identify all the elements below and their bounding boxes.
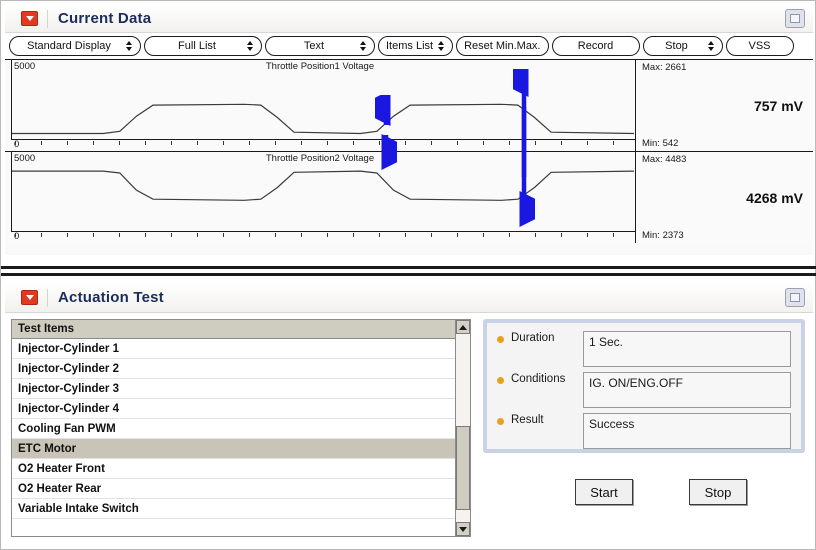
titlebar-divider <box>47 288 48 307</box>
waveform-1 <box>12 103 635 135</box>
list-item[interactable]: Cooling Fan PWM <box>12 419 470 439</box>
text-label: Text <box>303 40 325 52</box>
vss-button[interactable]: VSS <box>725 36 794 56</box>
test-detail-pane: Duration 1 Sec. Conditions IG. ON/ENG.OF… <box>483 319 805 453</box>
conditions-row: Conditions IG. ON/ENG.OFF <box>497 372 791 408</box>
graph-row-throttle-position-1: 5000 0 Throttle Position1 Voltage Max: 2… <box>5 59 813 151</box>
y-axis-max-label: 5000 <box>14 153 36 164</box>
x-axis-ticks-1 <box>11 140 635 145</box>
record-button[interactable]: Record <box>551 36 640 56</box>
plot-throttle-position-2[interactable]: 5000 0 Throttle Position2 Voltage <box>5 152 636 243</box>
waveform-2 <box>12 170 635 201</box>
x-axis-line <box>11 139 635 140</box>
graph-area: 5000 0 Throttle Position1 Voltage Max: 2… <box>5 59 813 255</box>
x-axis-line <box>11 231 635 232</box>
current-data-title: Current Data <box>58 10 152 27</box>
min-label-1: Min: 542 <box>642 138 679 149</box>
max-label-2: Max: 4483 <box>642 154 687 165</box>
chevron-updown-icon <box>247 40 254 52</box>
items-list-label: Items List <box>386 40 434 52</box>
result-label: Result <box>511 414 544 426</box>
cursor-arrow-tall <box>513 69 535 227</box>
test-items-header: Test Items <box>12 320 470 339</box>
stop-button[interactable]: Stop <box>689 479 747 505</box>
actuation-test-panel: Actuation Test Test Items Injector-Cylin… <box>5 283 813 547</box>
y-axis-min-label: 0 <box>14 231 20 242</box>
readout-throttle-position-1: Max: 2661 Min: 542 757 mV <box>636 60 813 151</box>
current-value-1: 757 mV <box>753 97 803 114</box>
panel-separator-2 <box>1 273 816 276</box>
record-label: Record <box>577 40 614 52</box>
list-item[interactable]: Injector-Cylinder 3 <box>12 379 470 399</box>
duration-label: Duration <box>511 332 555 344</box>
bullet-icon <box>497 418 504 425</box>
maximize-icon[interactable] <box>785 288 805 307</box>
scroll-up-icon[interactable] <box>456 320 470 334</box>
list-item[interactable]: Injector-Cylinder 1 <box>12 339 470 359</box>
current-data-panel: Current Data Standard Display Full List … <box>5 5 813 259</box>
cursor-arrow-short <box>375 95 397 170</box>
graph-row-throttle-position-2: 5000 0 Throttle Position2 Voltage Max: 4… <box>5 151 813 243</box>
result-value[interactable]: Success <box>583 413 791 449</box>
conditions-value[interactable]: IG. ON/ENG.OFF <box>583 372 791 408</box>
stop-dropdown[interactable]: Stop <box>642 36 723 56</box>
vss-label: VSS <box>748 40 771 52</box>
conditions-label: Conditions <box>511 373 566 385</box>
scrollbar-thumb[interactable] <box>456 426 470 510</box>
list-item[interactable]: O2 Heater Rear <box>12 479 470 499</box>
scroll-down-icon[interactable] <box>456 522 470 536</box>
duration-row: Duration 1 Sec. <box>497 331 791 367</box>
full-list-label: Full List <box>178 40 216 52</box>
result-row: Result Success <box>497 413 791 449</box>
standard-display-dropdown[interactable]: Standard Display <box>9 36 141 56</box>
bullet-icon <box>497 336 504 343</box>
chevron-updown-icon <box>360 40 367 52</box>
chevron-updown-icon <box>126 40 133 52</box>
y-axis-line <box>11 60 12 140</box>
start-button[interactable]: Start <box>575 479 633 505</box>
plot-title-1: Throttle Position1 Voltage <box>265 61 375 72</box>
stop-label: Stop <box>665 40 688 52</box>
list-item[interactable]: Variable Intake Switch <box>12 499 470 519</box>
items-list-dropdown[interactable]: Items List <box>378 36 454 56</box>
y-axis-max-label: 5000 <box>14 61 36 72</box>
list-item[interactable]: ETC Motor <box>12 439 470 459</box>
actuation-test-title: Actuation Test <box>58 289 164 306</box>
list-item[interactable]: O2 Heater Front <box>12 459 470 479</box>
max-label-1: Max: 2661 <box>642 62 687 73</box>
min-label-2: Min: 2373 <box>642 230 684 241</box>
actuation-test-titlebar: Actuation Test <box>5 283 813 313</box>
maximize-icon[interactable] <box>785 9 805 28</box>
list-scrollbar[interactable] <box>455 320 470 536</box>
list-item[interactable]: Injector-Cylinder 2 <box>12 359 470 379</box>
x-axis-ticks-2 <box>11 232 635 237</box>
list-item[interactable]: Injector-Cylinder 4 <box>12 399 470 419</box>
y-axis-line <box>11 152 12 232</box>
titlebar-divider <box>47 9 48 28</box>
current-data-toolbar: Standard Display Full List Text Items Li… <box>5 33 813 59</box>
chevron-updown-icon <box>438 40 445 52</box>
y-axis-min-label: 0 <box>14 139 20 150</box>
plot-title-2: Throttle Position2 Voltage <box>265 153 375 164</box>
text-dropdown[interactable]: Text <box>265 36 375 56</box>
panel-separator <box>1 266 816 269</box>
chevron-updown-icon <box>707 40 715 52</box>
duration-value[interactable]: 1 Sec. <box>583 331 791 367</box>
current-data-titlebar: Current Data <box>5 5 813 33</box>
current-value-2: 4268 mV <box>746 189 803 206</box>
reset-min-max-label: Reset Min.Max. <box>464 40 541 52</box>
full-list-dropdown[interactable]: Full List <box>144 36 262 56</box>
red-collapse-icon[interactable] <box>21 290 38 305</box>
plot-throttle-position-1[interactable]: 5000 0 Throttle Position1 Voltage <box>5 60 636 151</box>
readout-throttle-position-2: Max: 4483 Min: 2373 4268 mV <box>636 152 813 243</box>
standard-display-label: Standard Display <box>27 40 111 52</box>
bullet-icon <box>497 377 504 384</box>
red-collapse-icon[interactable] <box>21 11 38 26</box>
reset-min-max-button[interactable]: Reset Min.Max. <box>456 36 549 56</box>
